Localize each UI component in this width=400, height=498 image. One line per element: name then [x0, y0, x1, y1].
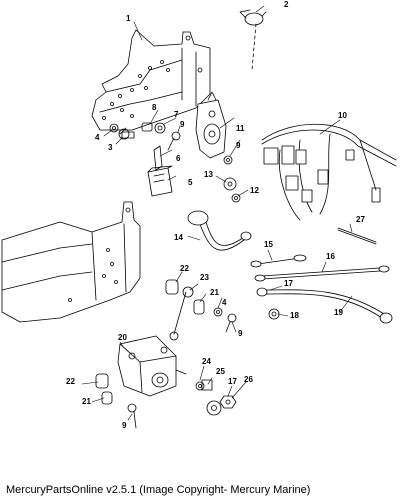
washer-13: [223, 177, 237, 191]
screw-9-upper: [167, 131, 181, 151]
callout-18: 18: [290, 311, 299, 320]
callout-9: 9: [122, 421, 127, 430]
callout-1: 1: [126, 14, 131, 23]
callout-22: 22: [180, 264, 189, 273]
bushing-22-upper: [165, 279, 179, 295]
lead-15: [250, 254, 307, 268]
callout-20: 20: [118, 333, 127, 342]
bushing-22-lower: [95, 373, 109, 389]
nut-7: [154, 122, 166, 134]
nut-12: [231, 193, 241, 203]
callout-2: 2: [284, 0, 289, 9]
callout-8: 8: [152, 103, 157, 112]
bushing-21-upper: [193, 299, 205, 315]
starter-solenoid-11: [195, 91, 227, 159]
callout-9: 9: [238, 329, 243, 338]
callout-17: 17: [284, 279, 293, 288]
callout-24: 24: [202, 357, 211, 366]
callout-21: 21: [82, 397, 91, 406]
screw-9-bottom: [127, 403, 137, 429]
cable-clamp: [239, 9, 267, 71]
leader-lines: [81, 5, 353, 421]
copyright-footer: MercuryPartsOnline v2.5.1 (Image Copyrig…: [6, 484, 311, 496]
callout-9: 9: [180, 120, 185, 129]
callout-5: 5: [188, 178, 193, 187]
callout-labels: 1 2 3 4 4 5 6 7 8 9 9 9 9 10 11 12 13 14…: [66, 0, 365, 430]
callout-11: 11: [236, 124, 245, 133]
wire-harness-10: [261, 123, 397, 221]
cable-19: [256, 287, 393, 324]
callout-14: 14: [174, 233, 183, 242]
relay-5: [147, 165, 173, 197]
lower-mounting-bracket: [1, 201, 141, 323]
callout-19: 19: [334, 308, 343, 317]
nut-25: [201, 379, 213, 391]
callout-4: 4: [222, 298, 227, 307]
callout-22: 22: [66, 377, 75, 386]
clip-6: [153, 145, 163, 171]
battery-cable-14: [187, 210, 252, 251]
bushing-21-lower: [101, 391, 113, 405]
screw-3: [118, 127, 135, 140]
callout-23: 23: [200, 273, 209, 282]
nut-18: [268, 308, 280, 320]
callout-15: 15: [264, 240, 273, 249]
callout-10: 10: [338, 111, 347, 120]
washer-17-lower: [206, 400, 222, 416]
callout-13: 13: [204, 170, 213, 179]
callout-26: 26: [244, 375, 253, 384]
washer-4-upper: [109, 123, 119, 133]
callout-7: 7: [174, 110, 179, 119]
cable-tie-27: [337, 227, 377, 245]
callout-9: 9: [236, 141, 241, 150]
nut-9-solenoid: [223, 155, 233, 165]
lead-23: [169, 286, 194, 341]
callout-4: 4: [95, 133, 100, 142]
callout-25: 25: [216, 367, 225, 376]
washer-4-lower: [213, 307, 223, 317]
callout-12: 12: [250, 186, 259, 195]
screw-9-lower: [225, 313, 237, 333]
callout-3: 3: [108, 143, 113, 152]
washer-24: [195, 381, 205, 391]
callout-27: 27: [356, 215, 365, 224]
lead-16: [254, 265, 390, 282]
solenoid-20: [117, 335, 187, 397]
bushing-8: [141, 122, 153, 132]
callout-21: 21: [210, 288, 219, 297]
callout-17: 17: [228, 377, 237, 386]
upper-mounting-bracket: [91, 29, 211, 131]
callout-16: 16: [326, 252, 335, 261]
nut-26: [219, 395, 237, 409]
callout-6: 6: [176, 154, 181, 163]
